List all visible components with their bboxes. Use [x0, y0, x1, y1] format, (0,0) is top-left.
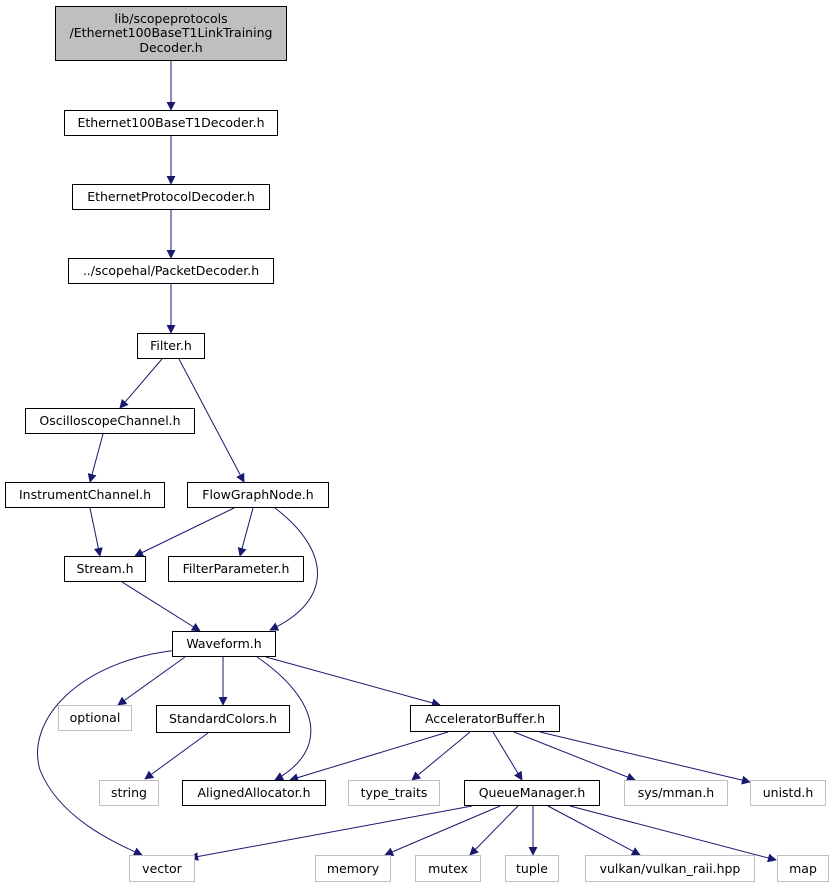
edge-queue-mutex: [469, 805, 519, 856]
node-ethernetprotocoldecoder[interactable]: EthernetProtocolDecoder.h: [72, 184, 270, 210]
edge-stream-waveform: [121, 581, 201, 632]
edge-accel-aligned: [289, 731, 449, 782]
node-waveform[interactable]: Waveform.h: [172, 631, 276, 657]
edge-flow-waveform: [269, 507, 318, 631]
edge-waveform-aligned: [256, 656, 312, 781]
node-filter[interactable]: Filter.h: [137, 333, 205, 359]
node-filterparameter[interactable]: FilterParameter.h: [168, 556, 304, 582]
edge-queue-map: [569, 805, 777, 863]
edge-accel-queue: [492, 731, 523, 781]
node-acceleratorbuffer[interactable]: AcceleratorBuffer.h: [410, 705, 560, 732]
node-type-traits: type_traits: [348, 780, 440, 806]
node-sys-mman: sys/mman.h: [624, 780, 728, 806]
node-standardcolors[interactable]: StandardColors.h: [156, 705, 290, 733]
edge-instch-stream: [89, 507, 103, 557]
edge-accel-sysmman: [513, 731, 636, 782]
node-memory: memory: [315, 855, 391, 882]
edge-waveform-accel: [265, 656, 441, 708]
node-tuple: tuple: [505, 855, 559, 882]
edge-queue-memory: [384, 805, 501, 856]
edge-waveform-vector: [37, 649, 179, 856]
node-map: map: [777, 855, 829, 882]
node-optional: optional: [58, 705, 132, 731]
node-ethernet100baset1decoder[interactable]: Ethernet100BaseT1Decoder.h: [64, 110, 278, 136]
node-string: string: [99, 780, 159, 806]
edge-accel-unistd: [539, 731, 751, 785]
edge-oscch-instch: [87, 433, 104, 483]
node-packetdecoder[interactable]: ../scopehal/PacketDecoder.h: [68, 258, 274, 284]
node-queuemanager[interactable]: QueueManager.h: [464, 780, 600, 806]
node-unistd: unistd.h: [750, 780, 826, 806]
node-stream[interactable]: Stream.h: [64, 556, 146, 582]
edge-flow-stream: [134, 507, 235, 557]
edge-queue-vulkan: [547, 805, 641, 856]
edge-flow-fparam: [237, 507, 254, 557]
node-root-header: lib/scopeprotocols /Ethernet100BaseT1Lin…: [55, 6, 287, 61]
edge-filter-oscch: [119, 358, 163, 409]
node-instrumentchannel[interactable]: InstrumentChannel.h: [5, 482, 165, 508]
edge-stdcolors-string: [144, 732, 209, 780]
edge-queue-vector: [189, 805, 473, 861]
edge-filter-flow: [178, 358, 245, 483]
node-vector: vector: [129, 855, 195, 882]
node-flowgraphnode[interactable]: FlowGraphNode.h: [187, 482, 329, 508]
node-mutex: mutex: [415, 855, 481, 882]
node-alignedallocator[interactable]: AlignedAllocator.h: [182, 780, 326, 806]
node-vulkan-raii: vulkan/vulkan_raii.hpp: [585, 855, 755, 882]
node-oscilloscopechannel[interactable]: OscilloscopeChannel.h: [25, 408, 195, 434]
edge-waveform-optional: [117, 656, 186, 706]
edge-accel-typetraits: [411, 731, 471, 781]
